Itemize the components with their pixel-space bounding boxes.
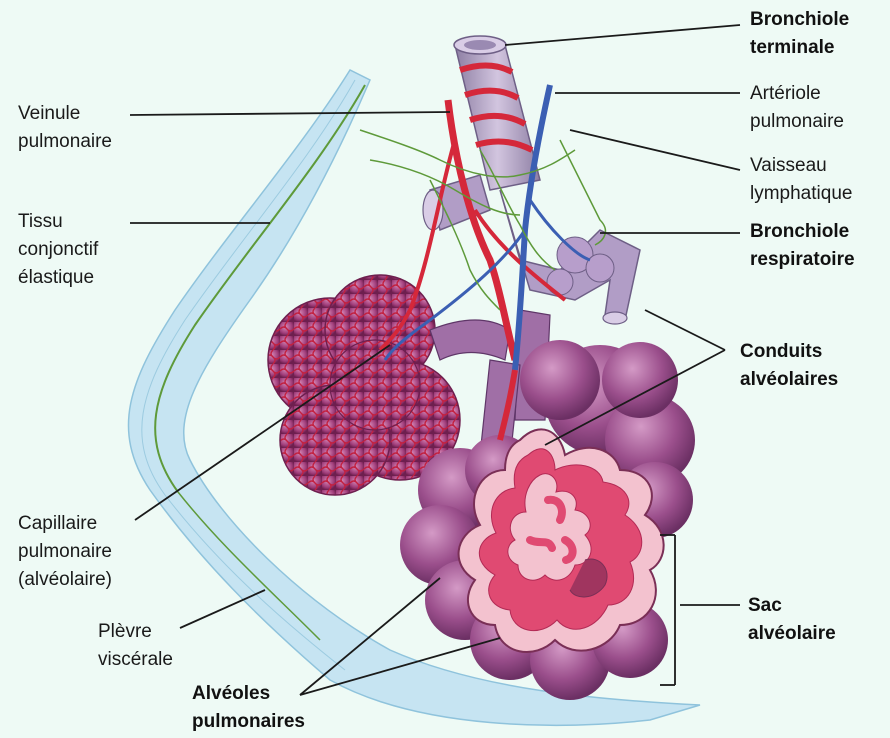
label-line: alvéolaires xyxy=(740,366,838,394)
label-line: Artériole xyxy=(750,80,844,108)
label-line: élastique xyxy=(18,264,98,292)
label-bronchiole-respiratoire: Bronchiole respiratoire xyxy=(750,218,855,274)
label-alveoles-pulmonaires: Alvéoles pulmonaires xyxy=(192,680,305,736)
label-bronchiole-terminale: Bronchiole terminale xyxy=(750,6,849,62)
label-conduits-alveolaires: Conduits alvéolaires xyxy=(740,338,838,394)
label-line: Vaisseau xyxy=(750,152,852,180)
label-line: viscérale xyxy=(98,646,173,674)
label-veinule-pulmonaire: Veinule pulmonaire xyxy=(18,100,112,156)
label-line: Veinule xyxy=(18,100,112,128)
label-line: Bronchiole xyxy=(750,218,855,246)
label-line: pulmonaire xyxy=(18,538,112,566)
label-line: pulmonaires xyxy=(192,708,305,736)
label-line: Sac xyxy=(748,592,836,620)
label-line: alvéolaire xyxy=(748,620,836,648)
label-line: conjonctif xyxy=(18,236,98,264)
label-capillaire-pulmonaire: Capillaire pulmonaire (alvéolaire) xyxy=(18,510,112,594)
label-line: Alvéoles xyxy=(192,680,305,708)
label-line: Conduits xyxy=(740,338,838,366)
label-line: Tissu xyxy=(18,208,98,236)
label-line: Plèvre xyxy=(98,618,173,646)
label-arteriole-pulmonaire: Artériole pulmonaire xyxy=(750,80,844,136)
label-vaisseau-lymphatique: Vaisseau lymphatique xyxy=(750,152,852,208)
label-line: Capillaire xyxy=(18,510,112,538)
label-line: (alvéolaire) xyxy=(18,566,112,594)
label-line: lymphatique xyxy=(750,180,852,208)
label-tissu-conjonctif: Tissu conjonctif élastique xyxy=(18,208,98,292)
label-sac-alveolaire: Sac alvéolaire xyxy=(748,592,836,648)
label-line: pulmonaire xyxy=(750,108,844,136)
label-line: Bronchiole xyxy=(750,6,849,34)
terminal-bronchiole xyxy=(454,36,540,190)
label-line: pulmonaire xyxy=(18,128,112,156)
label-plevre-viscerale: Plèvre viscérale xyxy=(98,618,173,674)
label-line: respiratoire xyxy=(750,246,855,274)
label-line: terminale xyxy=(750,34,849,62)
